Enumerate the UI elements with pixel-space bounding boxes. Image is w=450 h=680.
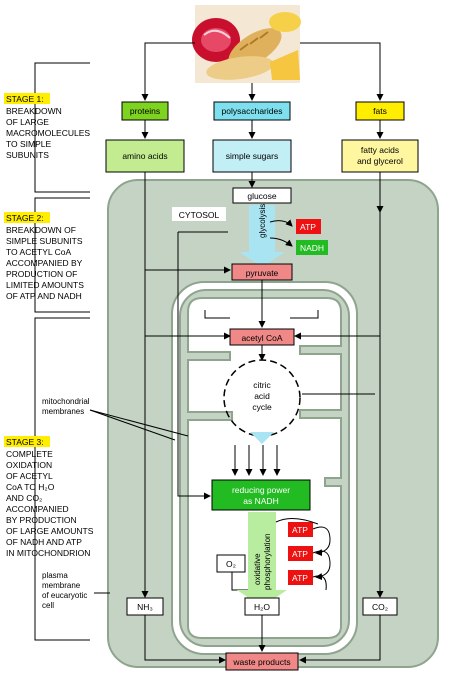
svg-text:ACCOMPANIED: ACCOMPANIED [6, 504, 69, 514]
citric-cycle-arrow [250, 432, 274, 444]
svg-text:TO ACETYL CoA: TO ACETYL CoA [6, 247, 72, 257]
o2-box [216, 554, 246, 573]
stage-1-label: STAGE 1: BREAKDOWN OF LARGE MACROMOLECUL… [4, 93, 90, 160]
oxidative-phosphorylation-arrow [237, 512, 287, 607]
pyruvate-label: pyruvate [246, 268, 279, 278]
svg-text:BREAKDOWN OF: BREAKDOWN OF [6, 225, 76, 235]
atp-ox-2 [288, 546, 313, 561]
citric-label-2: acid [254, 391, 270, 401]
svg-text:PRODUCTION OF: PRODUCTION OF [6, 269, 77, 279]
cytosol-box [172, 207, 226, 221]
nadh-glycolysis [296, 240, 328, 255]
svg-text:MACROMOLECULES: MACROMOLECULES [6, 128, 90, 138]
glucose-box [232, 187, 292, 204]
svg-text:BREAKDOWN: BREAKDOWN [6, 106, 62, 116]
glycolysis-arrow [239, 205, 285, 267]
co2-box [362, 597, 398, 616]
svg-text:OF LARGE: OF LARGE [6, 117, 49, 127]
atp-ox-3 [288, 570, 313, 585]
mito-pointer-1 [89, 409, 189, 437]
polysaccharides-box [213, 101, 291, 121]
fats-label: fats [373, 106, 387, 116]
svg-text:AND CO₂: AND CO₂ [6, 493, 42, 503]
plasma-label-1: plasma [42, 571, 68, 580]
glucose-label: glucose [247, 191, 277, 201]
svg-text:STAGE 1:: STAGE 1: [6, 94, 44, 104]
waste-products-label: waste products [232, 657, 290, 667]
oxidative-label-2: phosphorylation [263, 534, 272, 590]
acetyl-coa-label: acetyl CoA [241, 333, 282, 343]
stage-3-label: STAGE 3: COMPLETE OXIDATION OF ACETYL Co… [4, 436, 94, 558]
glycolysis-label: glycolysis [258, 204, 267, 238]
svg-text:ATP: ATP [300, 222, 316, 232]
flow-lines [141, 172, 384, 664]
nh3-label: NH₃ [137, 602, 153, 612]
reducing-power-label-1: reducing power [232, 485, 290, 495]
co2-label: CO₂ [372, 602, 388, 612]
stage-brackets [34, 62, 90, 641]
mito-membranes-label-1: mitochondrial [42, 397, 90, 406]
fatty-acids-label-2: and glycerol [357, 156, 403, 166]
cytosol-label: CYTOSOL [179, 210, 220, 220]
svg-text:SUBUNITS: SUBUNITS [6, 150, 49, 160]
fats-box [355, 101, 405, 121]
reducing-power-label-2: as NADH [243, 496, 278, 506]
atp-ox-1 [288, 522, 313, 537]
svg-text:OF NADH AND ATP: OF NADH AND ATP [6, 537, 82, 547]
citric-label-1: citric [253, 380, 271, 390]
simple-sugars-box [212, 139, 292, 173]
citric-label-3: cycle [252, 402, 272, 412]
svg-text:SIMPLE SUBUNITS: SIMPLE SUBUNITS [6, 236, 83, 246]
o2-label: O₂ [226, 559, 236, 569]
h2o-box [244, 597, 280, 616]
svg-text:LIMITED AMOUNTS: LIMITED AMOUNTS [6, 280, 84, 290]
oxidative-label-1: oxidative [253, 553, 262, 585]
svg-text:STAGE 3:: STAGE 3: [6, 437, 44, 447]
svg-text:OF ACETYL: OF ACETYL [6, 471, 53, 481]
mito-membranes-label-2: membranes [42, 407, 84, 416]
svg-text:CoA TO H₂O: CoA TO H₂O [6, 482, 55, 492]
atp-glycolysis [296, 219, 321, 234]
svg-text:IN MITOCHONDRION: IN MITOCHONDRION [6, 548, 90, 558]
waste-products-box [225, 652, 299, 671]
svg-text:STAGE 2:: STAGE 2: [6, 213, 44, 223]
svg-text:ATP: ATP [292, 549, 308, 559]
reducing-power-box [211, 479, 311, 511]
h2o-label: H₂O [254, 602, 270, 612]
polysaccharides-label: polysaccharides [222, 106, 283, 116]
amino-acids-label: amino acids [122, 151, 167, 161]
svg-text:BY PRODUCTION: BY PRODUCTION [6, 515, 77, 525]
svg-text:NADH: NADH [300, 243, 324, 253]
acetyl-coa-box [229, 328, 295, 346]
nh3-box [126, 597, 164, 616]
food-photo [192, 5, 301, 83]
amino-acids-box [105, 139, 185, 173]
svg-text:COMPLETE: COMPLETE [6, 449, 53, 459]
svg-text:ATP: ATP [292, 525, 308, 535]
pyruvate-box [231, 263, 293, 281]
svg-text:OF LARGE AMOUNTS: OF LARGE AMOUNTS [6, 526, 94, 536]
fatty-acids-label-1: fatty acids [361, 145, 399, 155]
svg-text:ACCOMPANIED BY: ACCOMPANIED BY [6, 258, 83, 268]
plasma-label-2: membrane [42, 581, 81, 590]
plasma-label-4: cell [42, 601, 54, 610]
simple-sugars-label: simple sugars [226, 151, 278, 161]
proteins-box [121, 101, 169, 121]
plasma-label-3: of eucaryotic [42, 591, 87, 600]
fatty-acids-box [341, 139, 419, 173]
stage-2-label: STAGE 2: BREAKDOWN OF SIMPLE SUBUNITS TO… [4, 212, 84, 301]
proteins-label: proteins [130, 106, 160, 116]
svg-text:OF ATP AND NADH: OF ATP AND NADH [6, 291, 82, 301]
food-arrows [141, 42, 384, 139]
mito-pointer-2 [89, 409, 176, 441]
svg-text:ATP: ATP [292, 573, 308, 583]
svg-text:TO SIMPLE: TO SIMPLE [6, 139, 52, 149]
svg-text:OXIDATION: OXIDATION [6, 460, 52, 470]
